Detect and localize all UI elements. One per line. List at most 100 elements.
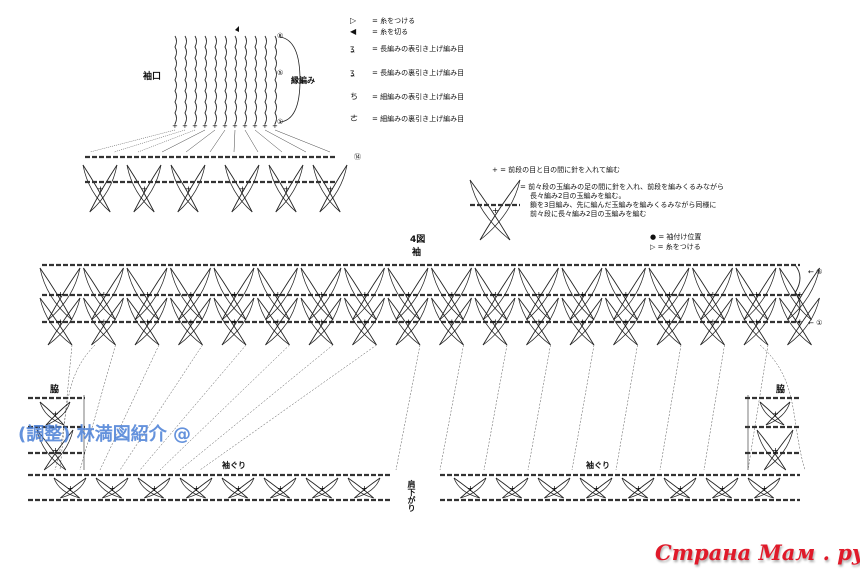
cluster-stitch [479,179,521,241]
sc-mark: + [97,185,104,194]
sc-mark: + [797,318,804,327]
cluster-stitch [387,267,421,321]
cluster-stitch [482,267,516,321]
sc-mark: + [222,122,228,130]
cluster-stitch [300,267,334,321]
cluster-stitch [308,267,342,321]
sc-mark: + [262,122,268,130]
cluster-stitch [178,297,211,346]
cluster-stitch [474,267,508,321]
cluster-stitch [502,477,529,499]
cluster-stitch [213,267,247,321]
cluster-stitch [134,297,168,346]
cluster-stitch [705,477,732,499]
cut-yarn-icon [235,26,239,32]
sc-mark: + [623,318,630,327]
cluster-stitch [126,267,160,321]
cluster-stitch [39,297,73,346]
cluster-stitch [759,401,785,426]
cluster-stitch [431,267,464,321]
cluster-stitch [308,267,342,321]
cluster-stitch [305,477,332,499]
cluster-stitch [347,477,374,499]
watermark: (調整) 林満図紹介 @ [18,424,191,445]
cluster-stitch [735,297,769,346]
sc-mark: + [623,290,630,299]
cluster-stitch [83,297,116,346]
cluster-stitch [83,267,116,321]
cluster-stitch [82,164,111,213]
guide-line [89,129,176,153]
cluster-stitch [561,297,595,346]
cluster-stitch [228,477,255,499]
cluster-stitch [133,164,162,213]
cluster-stitch [275,164,304,213]
cluster-stitch [656,297,690,346]
cluster-stitch [395,267,429,321]
cluster-stitch [787,297,820,346]
sc-mark: + [272,122,278,130]
cluster-stitch [170,267,203,321]
guide-line [703,344,725,471]
cluster-stitch [39,297,73,346]
cluster-stitch [787,297,820,346]
cluster-stitch [186,477,213,499]
row-mark-5: ⑤ [277,69,284,77]
guide-line [264,129,307,153]
cluster-stitch [735,267,769,321]
guide-line [659,344,682,471]
cluster-stitch [178,267,211,321]
cluster-stitch [144,477,171,499]
cluster-stitch [395,297,429,346]
cluster-stitch [178,267,211,321]
cluster-stitch [275,164,304,213]
guide-line [113,129,186,153]
cluster-stitch [431,267,464,321]
sc-mark: + [109,484,116,493]
sc-mark: + [232,122,238,130]
cluster-stitch [170,164,199,213]
cluster-stitch [700,297,733,346]
guide-line [209,129,226,153]
sc-mark: + [772,446,779,455]
sc-mark: + [666,318,673,327]
sc-mark: + [710,318,717,327]
cluster-stitch [779,267,812,321]
site-logo: Страна Мам . ру [655,540,860,565]
cluster-stitch [787,267,820,321]
sc-mark: + [361,484,368,493]
cluster-stitch [221,267,255,321]
cluster-stitch [231,164,260,213]
cluster-stitch [579,477,606,499]
cluster-stitch [137,477,164,499]
cluster-stitch [134,297,168,346]
cluster-stitch [460,477,487,499]
cluster-stitch [495,477,522,499]
guide-line [161,129,206,153]
sc-mark: + [188,318,195,327]
cluster-stitch [628,477,655,499]
cluster-stitch [648,267,682,321]
cluster-stitch [526,267,559,321]
cluster-stitch [648,297,682,346]
cluster-stitch [354,477,381,499]
cluster-stitch [743,297,777,346]
post-stitch-column [194,35,197,125]
cluster-stitch [712,477,739,499]
cluster-stitch [126,164,155,213]
cluster-stitch [705,477,732,499]
sc-mark: + [101,290,108,299]
cluster-stitch [213,297,247,346]
cluster-stitch [469,179,511,241]
cluster-stitch [126,267,160,321]
post-stitch-column [204,35,207,125]
post-stitch-column [244,35,247,125]
cluster-stitch [663,477,690,499]
cluster-stitch [613,297,646,346]
sc-mark: + [52,446,59,455]
cluster-stitch [474,297,508,346]
armhole-label-left: 袖ぐり [222,461,246,470]
sc-mark: + [192,122,198,130]
sc-mark: + [753,290,760,299]
sc-mark: + [492,206,499,215]
